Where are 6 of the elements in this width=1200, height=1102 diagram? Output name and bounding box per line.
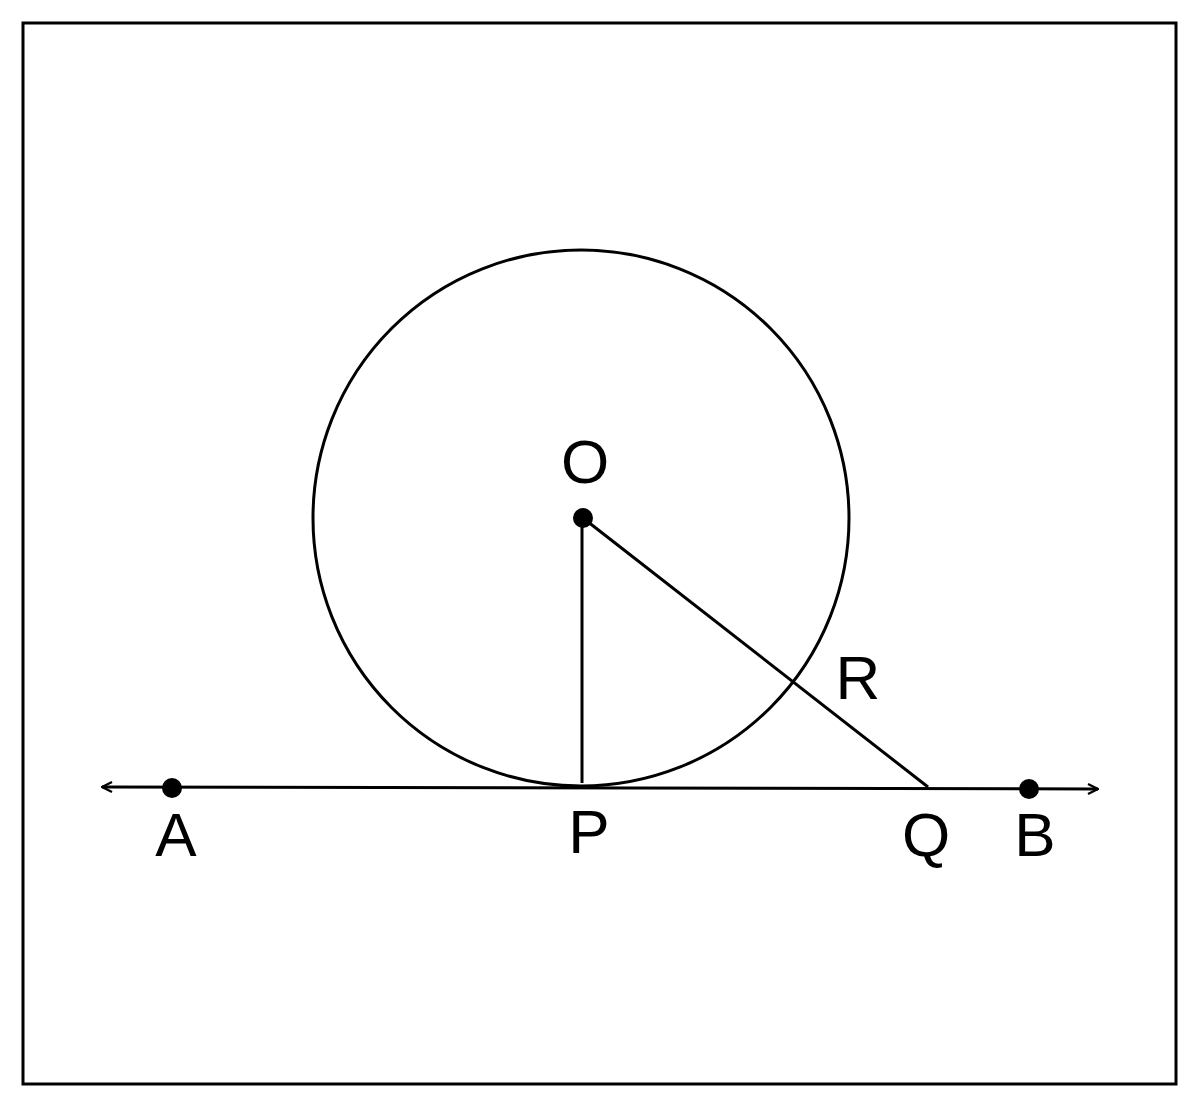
point-label: O (560, 431, 610, 493)
point-label: P (568, 801, 610, 863)
point-label: A (155, 804, 197, 866)
point-label: R (835, 647, 881, 709)
point-label: Q (901, 804, 951, 866)
point-label: B (1014, 804, 1056, 866)
